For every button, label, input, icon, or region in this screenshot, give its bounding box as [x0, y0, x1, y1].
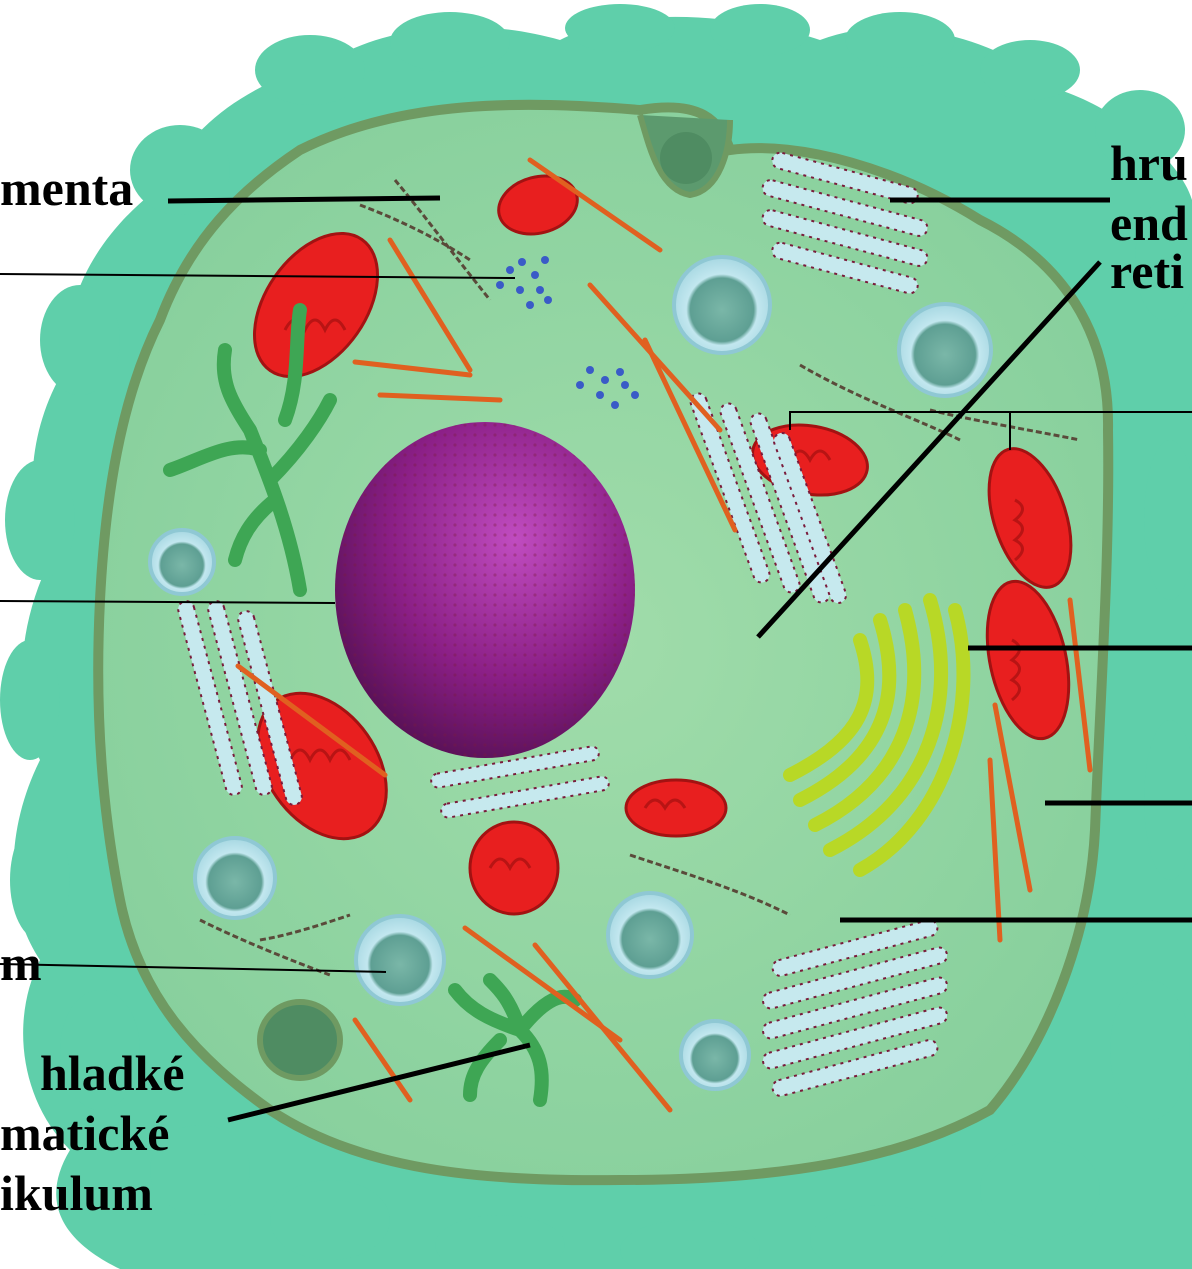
vesicle	[899, 304, 991, 396]
vesicle	[608, 893, 692, 977]
vesicle	[195, 838, 275, 918]
label-smooth-er-line1: hladké	[40, 1045, 185, 1101]
vesicle	[674, 257, 770, 353]
membrane-vesicle-bottom	[260, 1002, 340, 1078]
mitochondrion	[626, 780, 726, 836]
label-vesicle: m	[0, 935, 42, 991]
vesicle	[150, 530, 214, 594]
leader-line-filamenta	[168, 198, 440, 201]
label-smooth-er-line3: ikulum	[0, 1165, 153, 1221]
mitochondrion	[470, 822, 558, 914]
label-rough-er-line1: hru	[1110, 135, 1188, 191]
label-filamenta: menta	[0, 160, 133, 216]
label-smooth-er-line2: matické	[0, 1105, 169, 1161]
label-rough-er-line3: reti	[1110, 243, 1184, 299]
vesicle	[681, 1021, 749, 1089]
nucleus	[335, 422, 635, 758]
vesicle	[356, 916, 444, 1004]
